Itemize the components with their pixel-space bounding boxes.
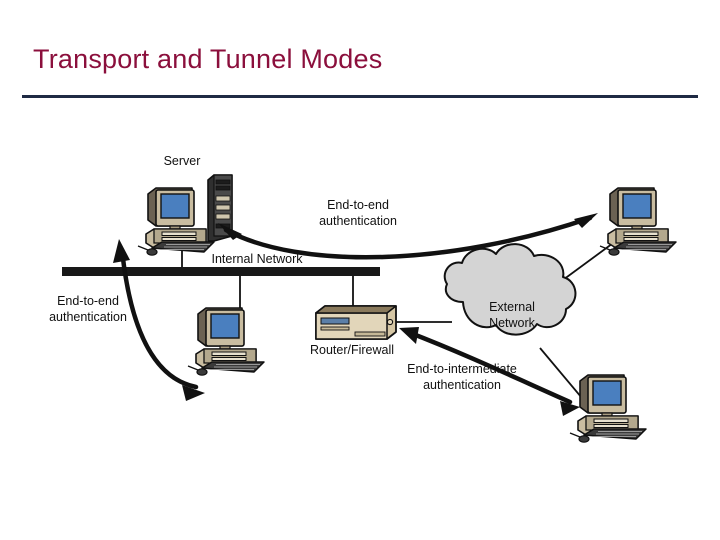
- router-firewall-icon: [315, 305, 397, 340]
- server-label: Server: [163, 154, 201, 168]
- annotation-line1: End-to-end: [57, 294, 119, 308]
- desktop-computer-icon-internal: [187, 307, 265, 377]
- external-network-label: External Network: [489, 300, 535, 331]
- annotation-line2: authentication: [423, 377, 501, 392]
- annotation-line2: authentication: [319, 213, 397, 228]
- annotation-line2: authentication: [49, 309, 127, 324]
- external-network-label-line1: External: [489, 300, 535, 314]
- annotation-end-to-intermediate: End-to-intermediate authentication: [407, 362, 517, 393]
- desktop-computer-icon-remote-top: [599, 187, 677, 256]
- cloud-icon: [443, 243, 577, 336]
- annotation-line1: End-to-intermediate: [407, 362, 517, 376]
- desktop-computer-icon-remote-bottom: [569, 374, 647, 444]
- annotation-line1: End-to-end: [327, 198, 389, 212]
- title-divider: [22, 95, 698, 98]
- internal-network-label: Internal Network: [211, 252, 303, 266]
- server-computer-icon: [137, 174, 233, 256]
- diagram-svg: [62, 174, 677, 444]
- external-network-label-line2: Network: [489, 315, 535, 330]
- arrow-end-to-end-left: [119, 247, 199, 390]
- network-diagram: Server Internal Network Router/Firewall …: [0, 110, 720, 510]
- annotation-end-to-end-left: End-to-end authentication: [49, 294, 127, 325]
- internal-network-bus: [62, 267, 380, 276]
- router-firewall-label: Router/Firewall: [309, 343, 395, 357]
- page-title: Transport and Tunnel Modes: [33, 44, 383, 74]
- arrow-end-to-end-top: [223, 215, 593, 260]
- annotation-end-to-end-top: End-to-end authentication: [319, 198, 397, 229]
- arrow-end-to-intermediate: [405, 329, 573, 405]
- authentication-arrows: [113, 213, 598, 416]
